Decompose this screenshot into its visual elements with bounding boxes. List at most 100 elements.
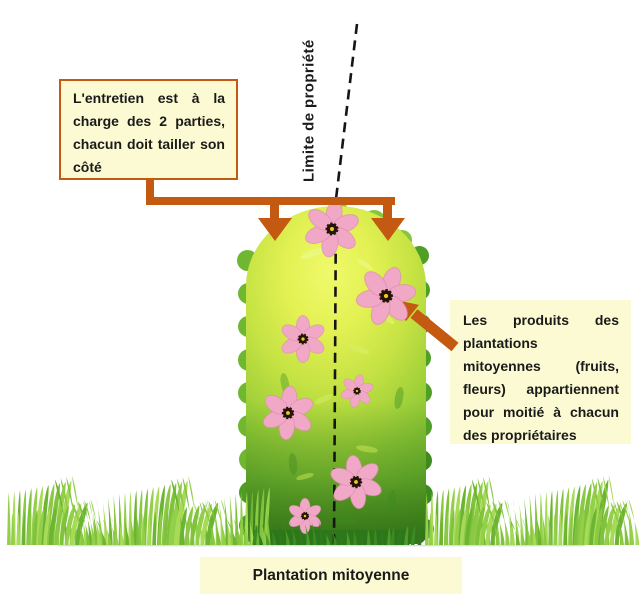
grass-blade bbox=[591, 480, 603, 545]
grass-blade bbox=[534, 494, 539, 545]
grass-blade bbox=[123, 492, 128, 545]
grass-blade bbox=[492, 500, 505, 545]
grass-blade bbox=[444, 510, 449, 545]
connector-bar bbox=[146, 197, 395, 205]
grass-blade bbox=[599, 505, 609, 545]
grass-blade bbox=[161, 483, 171, 545]
grass-blade bbox=[72, 475, 84, 545]
grass-blade bbox=[75, 502, 88, 545]
grass-blade bbox=[66, 476, 79, 545]
grass-blade bbox=[141, 513, 146, 545]
grass-blade bbox=[218, 497, 225, 545]
grass-blade bbox=[453, 486, 461, 545]
grass-blade bbox=[96, 520, 107, 545]
grass-blade bbox=[522, 518, 531, 545]
grass-blade bbox=[467, 482, 478, 545]
grass-blade bbox=[448, 487, 455, 545]
grass-blade bbox=[21, 489, 27, 545]
grass-blade bbox=[89, 500, 98, 545]
grass-blade bbox=[485, 503, 497, 545]
grass-blade bbox=[40, 484, 49, 545]
grass-blade bbox=[597, 477, 610, 545]
grass-blade bbox=[124, 515, 130, 545]
property-boundary-label: Limite de propriété bbox=[300, 39, 318, 183]
grass-blade bbox=[553, 513, 558, 545]
grass-blade bbox=[578, 508, 585, 545]
grass-blade bbox=[27, 510, 32, 545]
grass-blade bbox=[54, 506, 63, 545]
down-arrow-left-shaft bbox=[270, 204, 279, 219]
grass-blade bbox=[137, 489, 143, 545]
grass-blade bbox=[594, 506, 603, 545]
grass-blade bbox=[147, 487, 154, 545]
grass-blade bbox=[530, 516, 537, 545]
grass-blade bbox=[205, 500, 214, 545]
grass-blade bbox=[77, 502, 88, 545]
down-arrow-left-icon bbox=[258, 218, 292, 241]
grass-blade bbox=[449, 509, 455, 545]
grass-blade bbox=[573, 509, 579, 545]
grass-blade bbox=[458, 484, 466, 545]
grass-blade bbox=[548, 514, 552, 545]
grass-blade bbox=[464, 507, 473, 545]
grass-blade bbox=[176, 478, 190, 545]
grass-blade bbox=[591, 478, 605, 545]
grass-blade bbox=[212, 498, 220, 545]
grass-blade bbox=[64, 504, 76, 545]
grass-blade bbox=[113, 494, 118, 545]
grass-blade bbox=[529, 495, 534, 545]
grass-blade bbox=[48, 506, 57, 545]
grass-blade bbox=[603, 476, 615, 545]
grass-blade bbox=[184, 506, 194, 545]
grass-blade bbox=[90, 499, 99, 545]
grass-blade bbox=[604, 504, 615, 545]
grass-blade bbox=[117, 516, 124, 545]
grass-blade bbox=[454, 508, 461, 545]
grass-blade bbox=[208, 500, 221, 545]
grass-blade bbox=[173, 507, 181, 545]
grass-blade bbox=[544, 491, 548, 545]
hedge-base-shadow bbox=[260, 530, 410, 546]
grass-blade bbox=[188, 475, 200, 545]
grass-blade bbox=[516, 519, 526, 545]
grass-blade bbox=[54, 479, 69, 545]
grass-blade bbox=[157, 484, 165, 545]
grass-blade bbox=[71, 501, 85, 545]
grass-blade bbox=[16, 490, 21, 545]
grass-blade bbox=[84, 499, 96, 545]
grass-blade bbox=[35, 485, 43, 545]
grass-blade bbox=[499, 501, 510, 545]
grass-blade bbox=[107, 496, 113, 545]
grass-blade bbox=[45, 483, 55, 545]
grass-blade bbox=[26, 488, 32, 545]
grass-blade bbox=[486, 501, 500, 545]
grass-blade bbox=[163, 509, 169, 545]
grass-blade bbox=[103, 519, 112, 545]
grass-blade bbox=[132, 490, 137, 545]
grass-blade bbox=[610, 501, 624, 545]
grass-blade bbox=[542, 515, 547, 545]
grass-blade bbox=[589, 507, 597, 545]
grass-blade bbox=[596, 479, 609, 545]
grass-blade bbox=[128, 491, 132, 545]
grass-blade bbox=[494, 502, 505, 545]
grass-blade bbox=[443, 488, 450, 545]
grass-blade bbox=[37, 508, 44, 545]
grass-blade bbox=[214, 500, 227, 545]
grass-blade bbox=[609, 503, 621, 545]
grass-blade bbox=[229, 495, 234, 545]
grass-blade bbox=[83, 501, 93, 545]
grass-blade bbox=[622, 500, 635, 545]
grass-blade bbox=[434, 490, 439, 545]
grass-blade bbox=[182, 477, 195, 545]
grass-blade bbox=[488, 476, 500, 545]
grass-blade bbox=[563, 511, 568, 545]
grass-blade bbox=[207, 499, 215, 545]
grass-blade bbox=[539, 492, 544, 545]
grass-blade bbox=[77, 500, 91, 545]
down-arrow-right-shaft bbox=[383, 204, 392, 219]
grass-blade bbox=[60, 478, 74, 545]
grass-blade bbox=[200, 503, 212, 545]
grass-blade bbox=[152, 486, 160, 545]
